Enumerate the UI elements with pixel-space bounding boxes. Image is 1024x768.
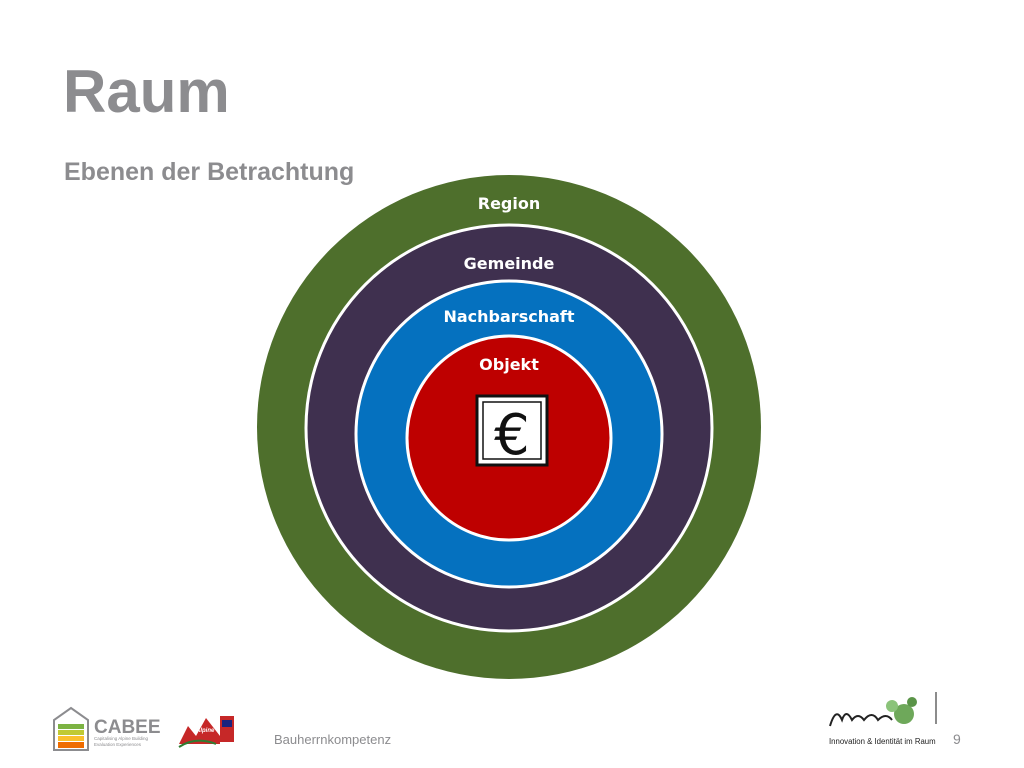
slide-subtitle: Ebenen der Betrachtung — [64, 158, 355, 186]
ring-label-region: Region — [478, 194, 541, 213]
alpine-space-logo: Alpine — [178, 716, 234, 748]
heimatle-logo: heimatle Innovation & Identität im Raum — [829, 692, 937, 746]
euro-icon: € — [475, 394, 549, 468]
slide-title: Raum — [63, 58, 230, 125]
svg-text:Alpine: Alpine — [195, 728, 215, 734]
ring-label-nachbarschaft: Nachbarschaft — [443, 307, 574, 326]
cabee-logo-name: CABEE — [94, 717, 161, 738]
cabee-logo: CABEE Capitalising Alpine Building Evalu… — [53, 706, 161, 751]
euro-symbol: € — [494, 403, 530, 468]
svg-text:Capitalising Alpine Building: Capitalising Alpine Building — [94, 736, 149, 741]
svg-text:Evaluation Experiences: Evaluation Experiences — [94, 742, 142, 747]
heimatle-tagline: Innovation & Identität im Raum — [829, 737, 936, 746]
ring-label-gemeinde: Gemeinde — [464, 254, 555, 273]
ring-label-objekt: Objekt — [479, 355, 539, 374]
page-number: 9 — [953, 731, 961, 747]
footer-text: Bauherrnkompetenz — [274, 732, 392, 747]
